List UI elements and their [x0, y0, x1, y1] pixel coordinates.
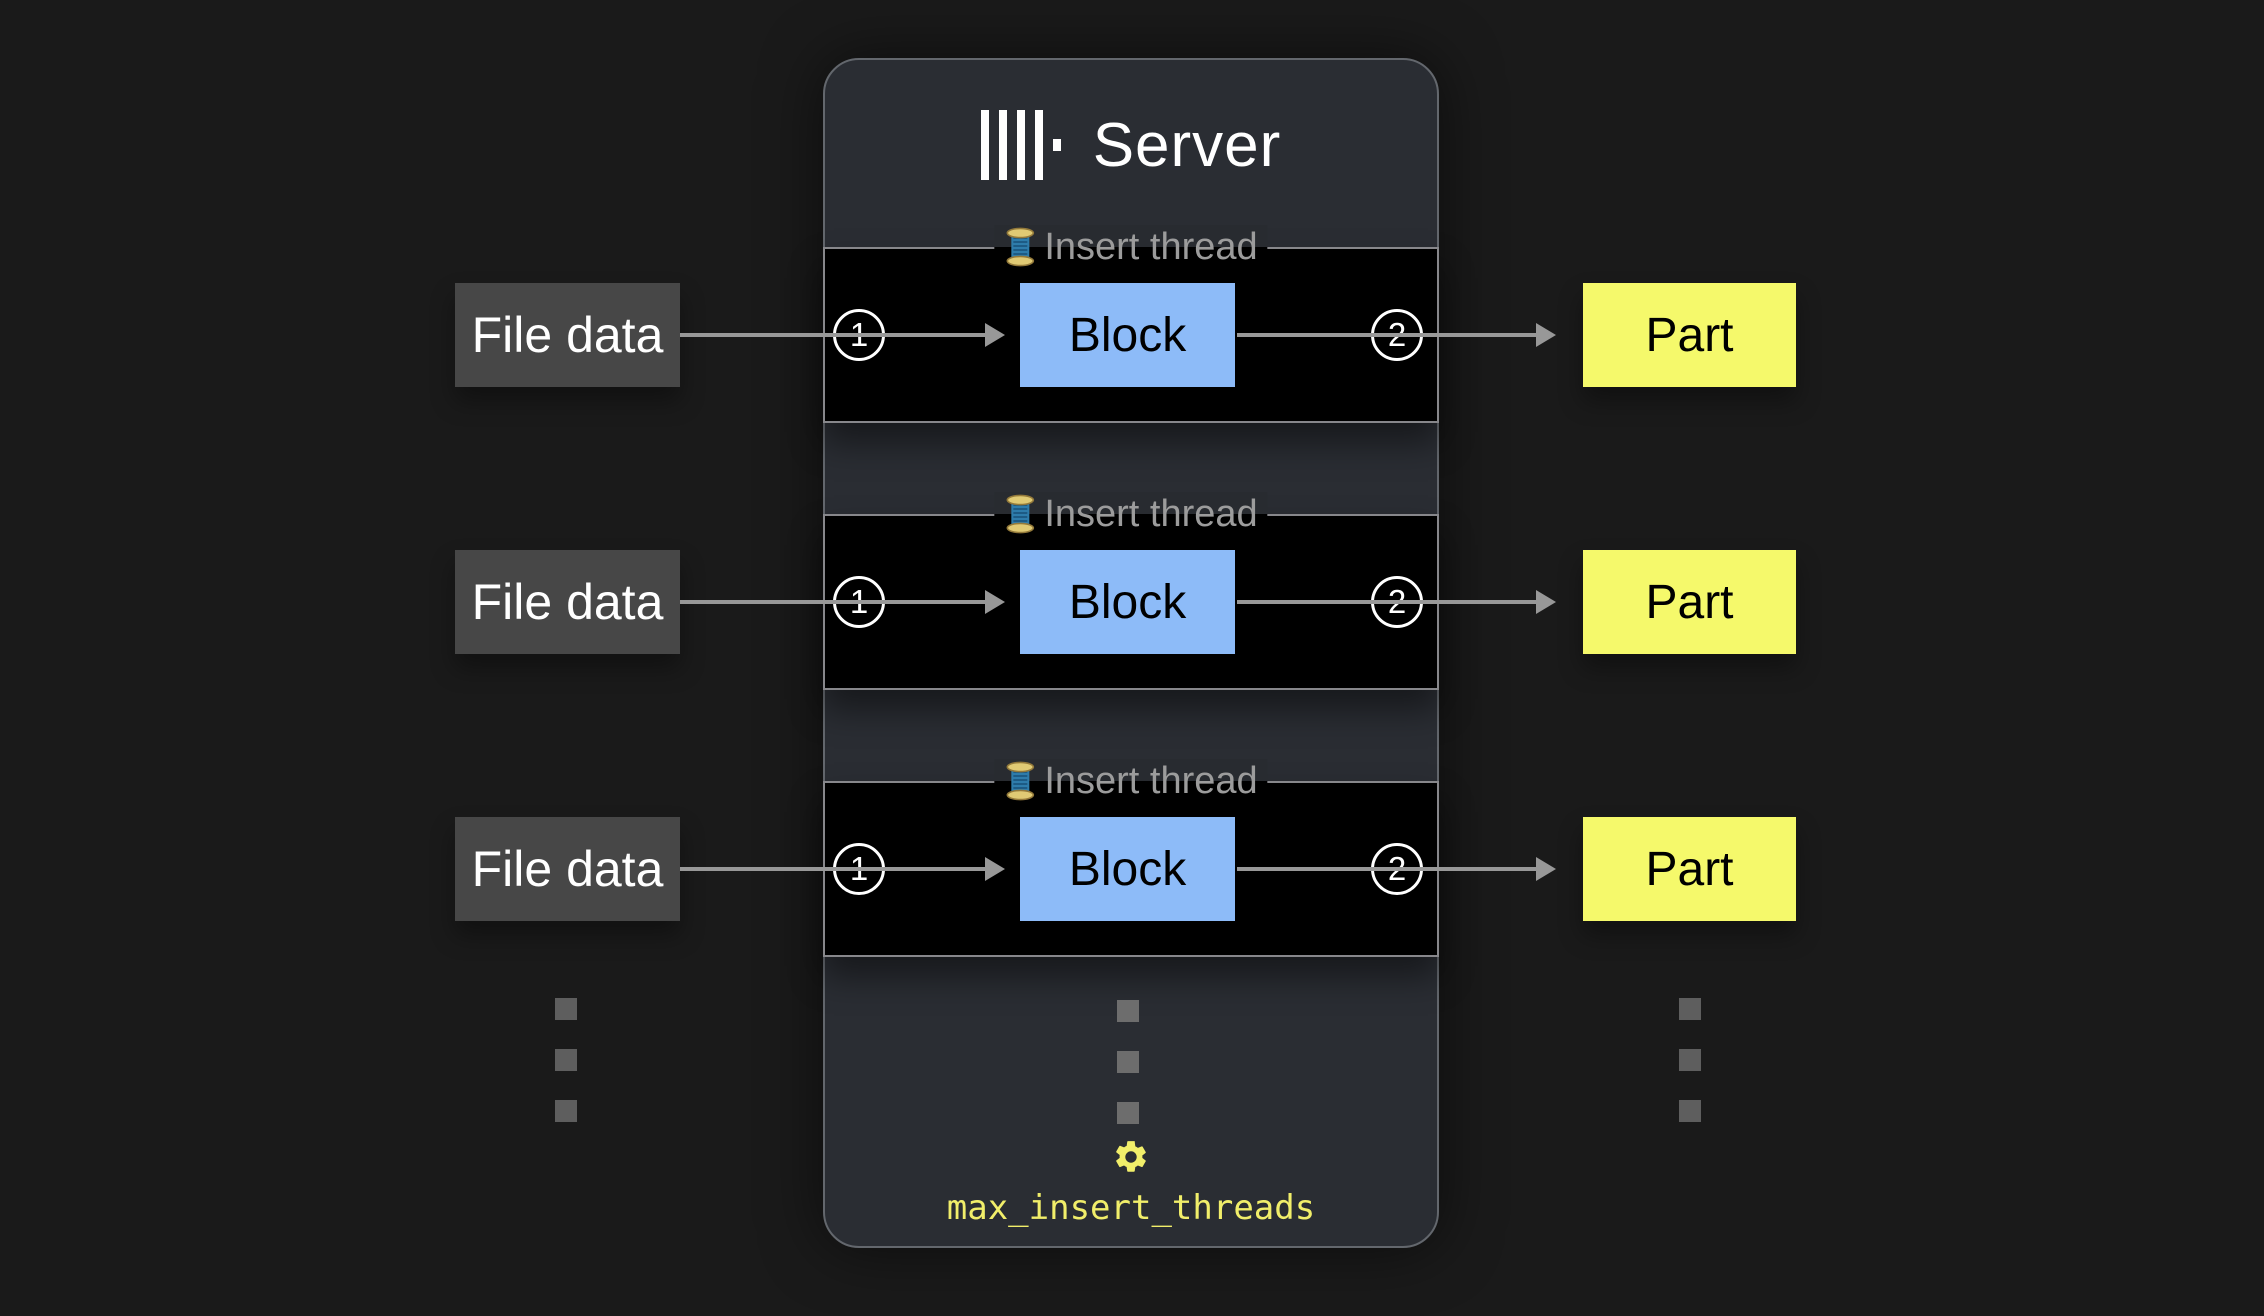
insert-thread-label: Insert thread — [1044, 225, 1258, 268]
ellipsis-dot — [555, 1049, 577, 1071]
block-box: Block — [1020, 550, 1235, 654]
file-data-box: File data — [455, 283, 680, 387]
insert-thread-legend: Insert thread — [994, 759, 1268, 803]
ellipsis-dot — [1679, 1100, 1701, 1122]
arrow-file-to-block — [680, 333, 986, 337]
server-container: Server Insert thread 1 Block 2 — [823, 58, 1439, 1248]
file-data-box: File data — [455, 550, 680, 654]
arrow-block-to-part — [1237, 333, 1537, 337]
insert-thread-label: Insert thread — [1044, 492, 1258, 535]
insert-thread-label: Insert thread — [1044, 759, 1258, 802]
file-data-box: File data — [455, 817, 680, 921]
part-box: Part — [1583, 817, 1796, 921]
block-box: Block — [1020, 817, 1235, 921]
logo-bar — [1034, 110, 1043, 180]
ellipsis-dot — [555, 998, 577, 1020]
ellipsis-dot — [555, 1100, 577, 1122]
part-box: Part — [1583, 550, 1796, 654]
part-box: Part — [1583, 283, 1796, 387]
logo-bar — [1016, 110, 1025, 180]
ellipsis-dot — [1117, 1000, 1139, 1022]
arrow-block-to-part — [1237, 867, 1537, 871]
server-title: Server — [1092, 110, 1282, 180]
thread-spool-icon — [1006, 761, 1035, 801]
thread-spool-icon — [1006, 494, 1035, 534]
arrow-file-to-block — [680, 600, 986, 604]
insert-thread-legend: Insert thread — [994, 492, 1268, 536]
logo-bar — [998, 110, 1007, 180]
clickhouse-logo-icon — [980, 110, 1061, 180]
block-box: Block — [1020, 283, 1235, 387]
logo-bar — [980, 110, 989, 180]
ellipsis-dot — [1117, 1102, 1139, 1124]
ellipsis-dot — [1679, 998, 1701, 1020]
max-insert-threads-label: max_insert_threads — [946, 1188, 1316, 1228]
insert-thread-legend: Insert thread — [994, 225, 1268, 269]
setting-row — [825, 1138, 1437, 1176]
arrow-block-to-part — [1237, 600, 1537, 604]
thread-spool-icon — [1006, 227, 1035, 267]
arrow-file-to-block — [680, 867, 986, 871]
server-header: Server — [825, 86, 1437, 204]
gear-icon — [1116, 1141, 1146, 1172]
logo-dot — [1052, 139, 1061, 151]
ellipsis-dot — [1117, 1051, 1139, 1073]
ellipsis-dot — [1679, 1049, 1701, 1071]
